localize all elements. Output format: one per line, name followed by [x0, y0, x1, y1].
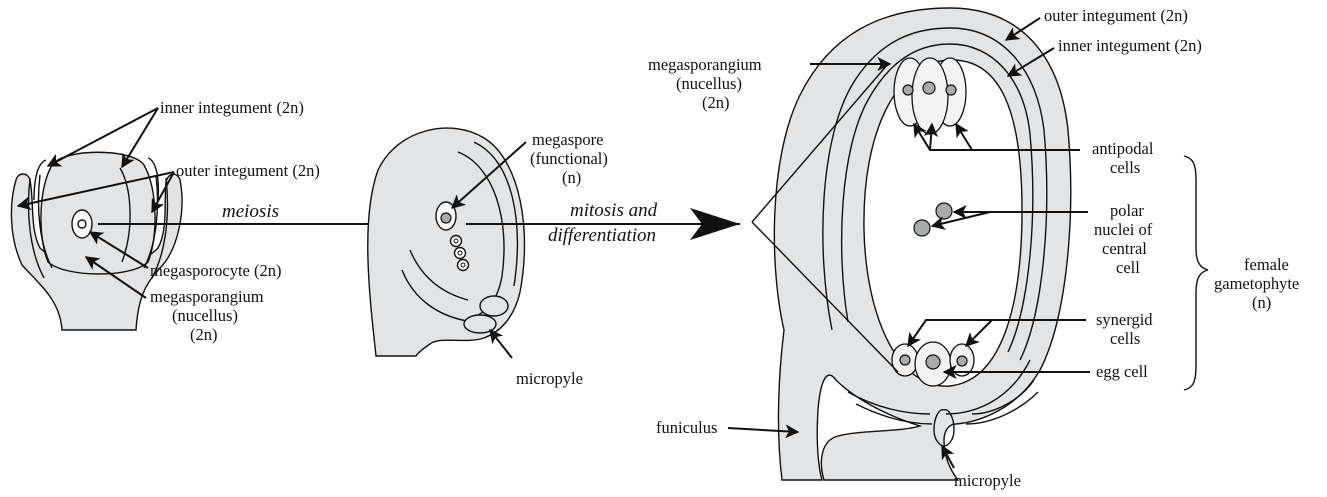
stage3-polar-nucleus-upper	[936, 203, 952, 219]
stage3-megasporangium-label-2: (nucellus)	[676, 74, 742, 93]
synergid-label-2: cells	[1110, 329, 1140, 348]
polar-label-1: polar	[1110, 201, 1144, 220]
antipodal-label-1: antipodal	[1092, 139, 1154, 158]
stage1-outer-integument-label: outer integument (2n)	[176, 161, 320, 180]
polar-label-2: nuclei of	[1094, 220, 1153, 239]
stage2-ovule-body	[368, 128, 525, 356]
stage3-outer-integument-label: outer integument (2n)	[1044, 6, 1188, 25]
stage1-megasporocyte-label: megasporocyte (2n)	[150, 261, 282, 280]
stage2-degenerate-megaspore-2	[455, 248, 466, 259]
stage2-ovule	[368, 128, 525, 356]
polar-label-3: central	[1102, 239, 1147, 258]
stage3-polar-nucleus-lower	[914, 220, 930, 236]
stage1-nucellus	[41, 152, 155, 274]
mitosis-label-1: mitosis and	[570, 200, 658, 221]
stage3-antipodal-cell-center	[912, 58, 948, 134]
stage3-antipodal-nucleus-right	[946, 85, 956, 95]
stage2-micropyle-lobe-upper	[480, 296, 508, 316]
stage1-megasporocyte-nucleus	[78, 220, 86, 228]
stage3-ovule	[774, 8, 1070, 480]
stage3-egg-nucleus	[926, 355, 940, 369]
stage2-megaspore-label-2: (functional)	[530, 149, 608, 168]
stage1-megasporangium-label-3: (2n)	[190, 325, 218, 344]
stage3-inner-integument-label: inner integument (2n)	[1058, 36, 1202, 55]
stage2-degenerate-megaspore-1	[451, 236, 462, 247]
female-gametophyte-label-3: (n)	[1252, 293, 1271, 312]
stage3-synergid-right-nucleus	[957, 356, 967, 366]
meiosis-label: meiosis	[222, 201, 279, 222]
stage2-megaspore-label-1: megaspore	[532, 130, 603, 149]
stage3-megasporangium-label-1: megasporangium	[648, 55, 762, 74]
synergid-label-1: synergid	[1096, 310, 1153, 329]
stage1-megasporangium-label-1: megasporangium	[150, 287, 264, 306]
egg-cell-label: egg cell	[1096, 362, 1148, 381]
female-gametophyte-brace	[1184, 156, 1208, 390]
stage3-micropyle-label: micropyle	[954, 471, 1021, 490]
stage3-synergid-left-nucleus	[900, 355, 910, 365]
stage2-megaspore-label-3: (n)	[562, 168, 581, 187]
female-gametophyte-label-2: gametophyte	[1214, 274, 1299, 293]
stage3-antipodal-nucleus-center	[923, 82, 935, 94]
antipodal-label-2: cells	[1110, 158, 1140, 177]
stage1-megasporangium-label-2: (nucellus)	[172, 306, 238, 325]
stage2-megaspore-nucleus	[441, 213, 451, 223]
arrow-stage2-micropyle	[490, 330, 512, 358]
stage3-antipodal-nucleus-left	[903, 85, 913, 95]
stage2-micropyle-label: micropyle	[516, 369, 583, 388]
stage2-degenerate-megaspore-3	[458, 260, 469, 271]
female-gametophyte-label-1: female	[1244, 255, 1289, 274]
stage1-inner-integument-label: inner integument (2n)	[160, 98, 304, 117]
polar-label-4: cell	[1116, 258, 1140, 277]
funiculus-label: funiculus	[656, 418, 717, 437]
stage3-megasporangium-label-3: (2n)	[702, 93, 730, 112]
mitosis-label-2: differentiation	[548, 225, 656, 246]
